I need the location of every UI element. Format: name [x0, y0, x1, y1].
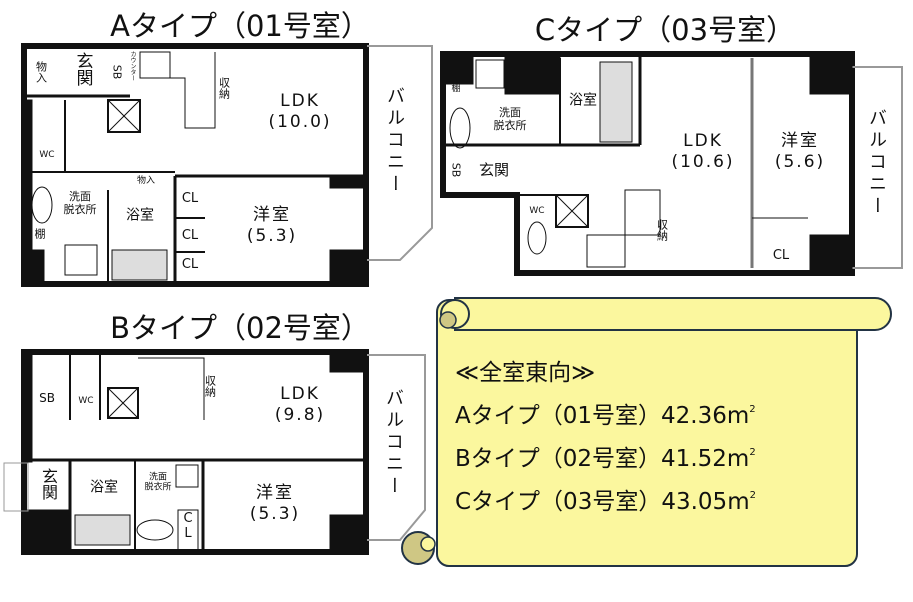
plan-b-ldk: LDK(9.8) — [275, 384, 325, 427]
plan-b-sb: SB — [39, 390, 55, 405]
summary-unit-c: m — [727, 489, 750, 515]
plan-a-entrance: 玄関 — [72, 52, 93, 86]
plan-b-closet: CL — [180, 511, 196, 541]
plan-c-wc: WC — [529, 205, 545, 216]
plan-a-western-size: (5.3) — [246, 226, 298, 246]
plan-a-walls — [21, 43, 433, 287]
summary-unit-sup-b: 2 — [749, 447, 756, 458]
plan-b-wc: WC — [78, 395, 94, 406]
plan-c-bath: 浴室 — [569, 92, 597, 109]
plan-c-ldk: LDK(10.6) — [671, 131, 734, 174]
plan-a-wc: WC — [39, 149, 55, 160]
plan-a-ldk-label: LDK — [280, 90, 320, 111]
plan-c-entrance: 玄関 — [478, 161, 510, 179]
plan-b-walls — [3, 349, 426, 555]
plan-c-balcony: バルコニー — [866, 108, 887, 218]
plan-a-closet-kitchen: 収納 — [217, 77, 231, 99]
plan-a-storage-2: 物入 — [136, 175, 156, 186]
plan-c-ldk-size: (10.6) — [671, 152, 735, 172]
plan-b-western-size: (5.3) — [249, 504, 301, 524]
plan-b-washroom: 洗面 脱衣所 — [144, 472, 172, 493]
plan-a-shelf: 棚 — [34, 227, 46, 241]
plan-b-ldk-label: LDK — [280, 383, 320, 404]
summary-unit-sup-c: 2 — [749, 490, 756, 501]
plan-c-western-label: 洋室 — [781, 130, 819, 151]
plan-c-ldk-label: LDK — [683, 130, 723, 151]
summary-area-c: 43.05 — [661, 489, 728, 515]
plan-a-ldk-size: (10.0) — [268, 112, 332, 132]
summary-scroll — [401, 297, 892, 567]
plan-b-western-label: 洋室 — [256, 482, 294, 503]
plan-c-washroom: 洗面 脱衣所 — [493, 105, 527, 132]
plan-a-bath: 浴室 — [126, 207, 154, 224]
summary-line-b: Bタイプ（02号室）41.52m2 — [455, 448, 756, 471]
plan-a-closet-2: CL — [181, 228, 199, 244]
plan-b-ldk-size: (9.8) — [274, 405, 326, 425]
plan-a-sb: SB — [110, 64, 124, 80]
plan-c-western-room: 洋室(5.6) — [775, 131, 825, 174]
plan-c-walls — [440, 51, 903, 276]
summary-line-c: Cタイプ（03号室）43.05m2 — [455, 491, 756, 514]
plan-a-balcony: バルコニー — [384, 86, 405, 196]
plan-a-western-label: 洋室 — [253, 204, 291, 225]
plan-c-sb: SB — [449, 162, 463, 178]
plan-b-title: Bタイプ（02号室） — [110, 311, 370, 345]
plan-a-western-room: 洋室(5.3) — [247, 205, 297, 248]
plan-c-western-size: (5.6) — [774, 152, 826, 172]
plan-a-counter: カウンター — [129, 51, 136, 81]
plan-b-bath: 浴室 — [90, 479, 118, 496]
summary-unit-a: m — [726, 403, 750, 429]
summary-type-b: Bタイプ（02号室） — [455, 446, 662, 472]
plan-a-closet-3: CL — [181, 257, 199, 273]
plan-a-title: Aタイプ（01号室） — [110, 9, 370, 43]
plan-b-entrance: 玄関 — [39, 468, 58, 500]
summary-line-a: Aタイプ（01号室）42.36m2 — [455, 405, 756, 428]
plan-b-closet-kitchen: 収納 — [203, 375, 217, 397]
summary-unit-sup-a: 2 — [749, 404, 756, 415]
plan-c-shelf: 棚 — [451, 83, 461, 94]
summary-type-c: Cタイプ（03号室） — [455, 489, 662, 515]
summary-unit-b: m — [726, 446, 750, 472]
summary-area-b: 41.52 — [661, 446, 727, 472]
plan-c-closet-kitchen: 収納 — [655, 219, 669, 241]
plan-c-title: Cタイプ（03号室） — [534, 13, 796, 47]
summary-heading: ≪全室東向≫ — [455, 360, 596, 386]
plan-a-washroom: 洗面 脱衣所 — [63, 189, 97, 216]
plan-b-balcony: バルコニー — [383, 388, 404, 498]
summary-area-a: 42.36 — [661, 403, 727, 429]
plan-c-closet: CL — [772, 248, 790, 264]
plan-a-ldk: LDK(10.0) — [268, 91, 331, 134]
summary-type-a: Aタイプ（01号室） — [455, 403, 662, 429]
plan-a-storage-1: 物入 — [34, 61, 48, 83]
plan-a-closet-1: CL — [181, 191, 199, 207]
plan-b-western-room: 洋室(5.3) — [250, 483, 300, 526]
